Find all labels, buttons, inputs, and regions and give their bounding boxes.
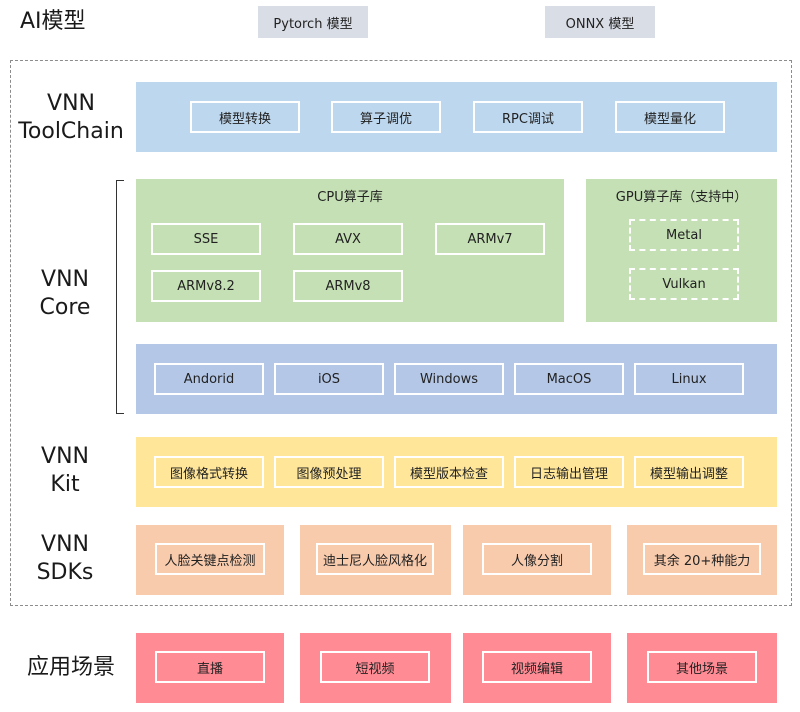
toolchain-label-line2: ToolChain (18, 119, 124, 144)
app-box-live (136, 633, 284, 703)
vnn-dashed-frame (10, 60, 792, 606)
cpu-op-library-title: CPU算子库 (317, 190, 383, 205)
gpu-op-library-title: GPU算子库（支持中） (615, 190, 748, 205)
platform-item-windows: Windows (394, 363, 504, 395)
sdk-box-portrait-seg (463, 525, 611, 595)
kit-item-model-output: 模型输出调整 (634, 456, 744, 488)
core-label-line2: Core (39, 295, 91, 320)
ai-model-label: AI模型 (20, 9, 86, 34)
toolchain-item-model-convert: 模型转换 (190, 101, 300, 133)
toolchain-item-op-tuning: 算子调优 (331, 101, 441, 133)
core-bracket (116, 180, 124, 414)
toolchain-band (136, 82, 777, 152)
gpu-item-metal: Metal (629, 219, 739, 251)
sdk-item-disney-style: 迪士尼人脸风格化 (316, 543, 434, 575)
cpu-item-armv8: ARMv8 (293, 270, 403, 302)
gpu-item-vulkan: Vulkan (629, 268, 739, 300)
sdk-item-portrait-seg: 人像分割 (482, 543, 592, 575)
app-item-short-video: 短视频 (320, 651, 430, 683)
kit-item-log-output: 日志输出管理 (514, 456, 624, 488)
sdks-label-line2: SDKs (36, 560, 94, 585)
kit-label-line1: VNN (41, 444, 89, 469)
kit-label-line2: Kit (50, 472, 80, 497)
kit-item-image-format: 图像格式转换 (154, 456, 264, 488)
app-item-other: 其他场景 (647, 651, 757, 683)
pytorch-model-chip: Pytorch 模型 (258, 6, 368, 38)
kit-label: VNN Kit (10, 443, 120, 499)
cpu-item-armv7: ARMv7 (435, 223, 545, 255)
app-box-short-video (300, 633, 451, 703)
toolchain-item-rpc-debug: RPC调试 (473, 101, 583, 133)
app-item-video-edit: 视频编辑 (482, 651, 592, 683)
toolchain-label: VNN ToolChain (10, 90, 132, 146)
core-label-line1: VNN (41, 267, 89, 292)
sdks-label: VNN SDKs (10, 531, 120, 587)
cpu-op-library-panel (136, 179, 564, 322)
platform-band (136, 344, 777, 414)
cpu-item-avx: AVX (293, 223, 403, 255)
sdks-label-line1: VNN (41, 532, 89, 557)
sdk-box-face-landmark (136, 525, 284, 595)
platform-item-linux: Linux (634, 363, 744, 395)
apps-label: 应用场景 (26, 655, 115, 680)
sdk-box-other (627, 525, 777, 595)
sdk-item-face-landmark: 人脸关键点检测 (155, 543, 265, 575)
sdk-item-other: 其余 20+种能力 (643, 543, 761, 575)
app-box-other (627, 633, 777, 703)
cpu-item-armv82: ARMv8.2 (151, 270, 261, 302)
toolchain-item-model-quant: 模型量化 (615, 101, 725, 133)
platform-item-macos: MacOS (514, 363, 624, 395)
sdk-box-disney-style (300, 525, 451, 595)
platform-item-ios: iOS (274, 363, 384, 395)
kit-band (136, 437, 777, 507)
kit-item-model-version: 模型版本检查 (394, 456, 504, 488)
onnx-model-chip: ONNX 模型 (545, 6, 655, 38)
toolchain-label-line1: VNN (47, 91, 95, 116)
platform-item-android: Andorid (154, 363, 264, 395)
core-label: VNN Core (10, 266, 120, 322)
kit-item-image-preprocess: 图像预处理 (274, 456, 384, 488)
app-item-live: 直播 (155, 651, 265, 683)
app-box-video-edit (463, 633, 611, 703)
cpu-item-sse: SSE (151, 223, 261, 255)
